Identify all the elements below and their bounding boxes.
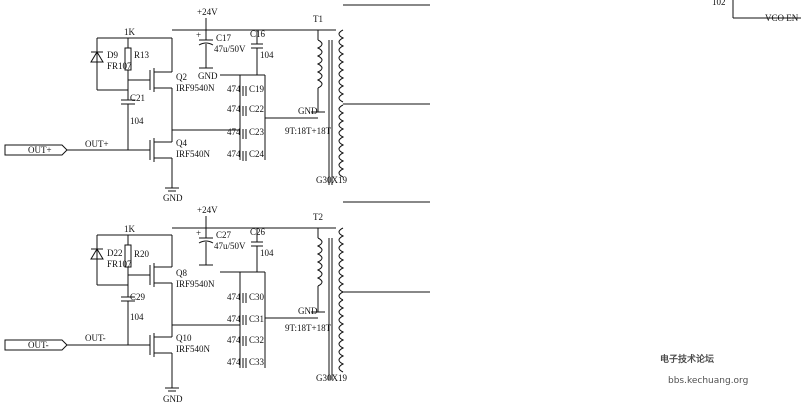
transformer-t1: T1 GND 9T:18T+18T G30X19 bbox=[285, 14, 347, 185]
cap-c29-value: 104 bbox=[130, 312, 144, 322]
cap-c23-label: C23 bbox=[249, 127, 265, 137]
diode-d22 bbox=[90, 248, 104, 260]
cap-c19-label: C19 bbox=[249, 84, 265, 94]
corner-number: 102 bbox=[712, 0, 726, 7]
mosfet-q2-label: Q2 bbox=[176, 72, 187, 82]
r-top-label: 1K bbox=[124, 224, 136, 234]
cap-bank-val-1: 474 bbox=[227, 84, 241, 94]
cap-bank-val-3: 474 bbox=[227, 127, 241, 137]
mosfet-q2 bbox=[128, 38, 173, 130]
resistor-r13-label: R13 bbox=[134, 50, 150, 60]
mosfet-q8 bbox=[128, 235, 173, 325]
cap-bank-val-4: 474 bbox=[227, 149, 241, 159]
mosfet-q4 bbox=[149, 130, 173, 188]
cap-c27-value: 47u/50V bbox=[214, 241, 246, 251]
cap-c26-label: C26 bbox=[250, 227, 266, 237]
v24-label-top: +24V bbox=[197, 7, 218, 17]
cap-bank-val-3: 474 bbox=[227, 335, 241, 345]
gnd-label-c17: GND bbox=[198, 71, 218, 81]
mosfet-q2-type: IRF9540N bbox=[176, 83, 215, 93]
mosfet-q10-label: Q10 bbox=[176, 333, 192, 343]
diode-d9-label: D9 bbox=[107, 50, 118, 60]
mosfet-q10 bbox=[149, 325, 173, 388]
transformer-t1-name: T1 bbox=[313, 14, 323, 24]
diode-d22-label: D22 bbox=[107, 248, 123, 258]
transformer-t2: T2 GND 9T:18T+18T G30X19 bbox=[285, 212, 347, 383]
gnd-label-t1: GND bbox=[298, 106, 318, 116]
mosfet-q4-label: Q4 bbox=[176, 138, 187, 148]
cap-c29-label: C29 bbox=[130, 292, 146, 302]
watermark: 电子技术论坛 bbs.kechuang.org bbox=[660, 353, 748, 386]
corner-block: 102 VCO EN bbox=[712, 0, 801, 23]
diode-d22-type: FR107 bbox=[107, 259, 132, 269]
cap-c21-value: 104 bbox=[130, 116, 144, 126]
input-port-label: OUT+ bbox=[28, 145, 52, 155]
cap-bank-val-1: 474 bbox=[227, 292, 241, 302]
cap-c24-label: C24 bbox=[249, 149, 265, 159]
transformer-t1-core: G30X19 bbox=[316, 175, 347, 185]
mosfet-q8-label: Q8 bbox=[176, 268, 187, 278]
polarity-mark: + bbox=[196, 228, 201, 238]
cap-bank-val-4: 474 bbox=[227, 357, 241, 367]
v24-label-bottom: +24V bbox=[197, 205, 218, 215]
input-port-out-minus bbox=[4, 339, 68, 351]
cap-c17-value: 47u/50V bbox=[214, 44, 246, 54]
vco-enable-label: VCO EN bbox=[765, 13, 799, 23]
gnd-label-t2: GND bbox=[298, 306, 318, 316]
net-label: OUT- bbox=[85, 333, 106, 343]
diode-d9 bbox=[90, 51, 104, 63]
transformer-t1-turns: 9T:18T+18T bbox=[285, 126, 332, 136]
transformer-t2-name: T2 bbox=[313, 212, 323, 222]
cap-c26-value: 104 bbox=[260, 248, 274, 258]
cap-c16-value: 104 bbox=[260, 50, 274, 60]
mosfet-q8-type: IRF9540N bbox=[176, 279, 215, 289]
gnd-label-q10: GND bbox=[163, 394, 183, 404]
cap-c32-label: C32 bbox=[249, 335, 264, 345]
cap-c30-label: C30 bbox=[249, 292, 265, 302]
watermark-text: 电子技术论坛 bbox=[660, 353, 714, 365]
net-label: OUT+ bbox=[85, 139, 109, 149]
input-port-out-plus bbox=[4, 144, 68, 156]
r-top-label: 1K bbox=[124, 27, 136, 37]
watermark-url: bbs.kechuang.org bbox=[668, 376, 748, 386]
cap-c33-label: C33 bbox=[249, 357, 265, 367]
cap-c31-label: C31 bbox=[249, 314, 264, 324]
transformer-t2-turns: 9T:18T+18T bbox=[285, 323, 332, 333]
input-port-label: OUT- bbox=[28, 340, 49, 350]
cap-c16-label: C16 bbox=[250, 29, 266, 39]
cap-c17-label: C17 bbox=[216, 33, 232, 43]
driver-bottom: OUT- OUT- 1K D22 FR107 R20 C29 104 Q8 IR… bbox=[4, 205, 336, 404]
polarity-mark: + bbox=[196, 30, 201, 40]
resistor-r20-label: R20 bbox=[134, 249, 150, 259]
diode-d9-type: FR107 bbox=[107, 61, 132, 71]
mosfet-q4-type: IRF540N bbox=[176, 149, 211, 159]
mosfet-q10-type: IRF540N bbox=[176, 344, 211, 354]
transformer-t2-core: G30X19 bbox=[316, 373, 347, 383]
gnd-label-q4: GND bbox=[163, 193, 183, 203]
cap-c27-label: C27 bbox=[216, 230, 232, 240]
cap-c21-label: C21 bbox=[130, 93, 145, 103]
cap-bank-val-2: 474 bbox=[227, 104, 241, 114]
cap-bank-val-2: 474 bbox=[227, 314, 241, 324]
cap-c22-label: C22 bbox=[249, 104, 264, 114]
driver-top: OUT+ OUT+ 1K D9 FR107 R13 C21 104 bbox=[4, 7, 336, 203]
